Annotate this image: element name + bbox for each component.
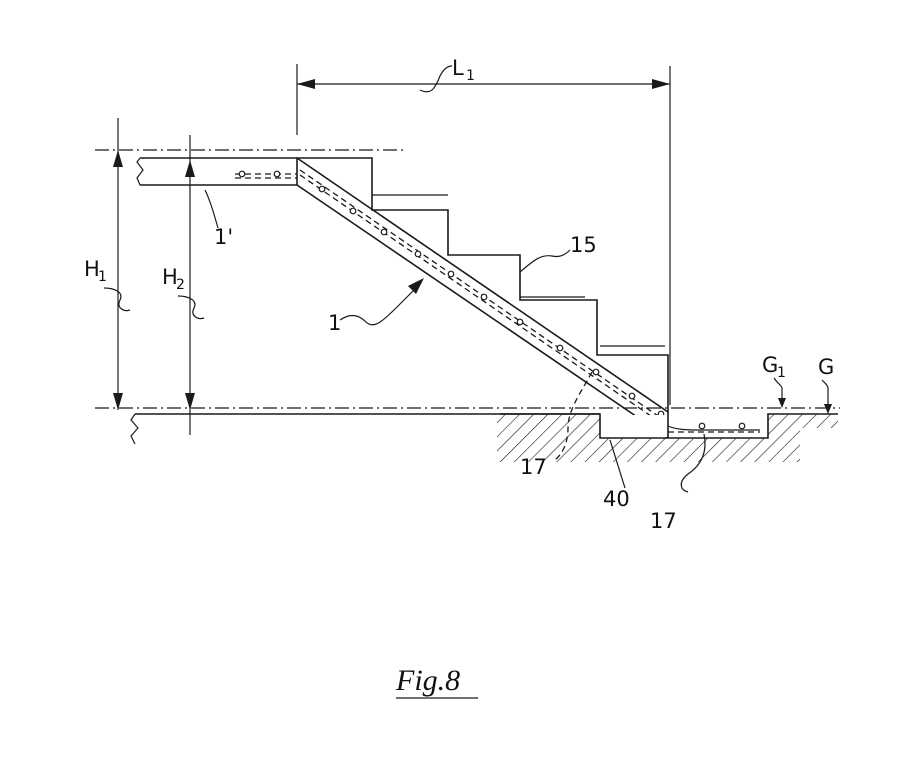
dimension-h1 bbox=[103, 118, 131, 410]
svg-text:2: 2 bbox=[176, 277, 185, 293]
reference-levels bbox=[95, 149, 840, 409]
dimension-l1 bbox=[296, 64, 671, 405]
label-h1: H 1 bbox=[84, 257, 107, 285]
upper-slab bbox=[136, 157, 297, 229]
svg-text:H: H bbox=[84, 257, 100, 281]
ground-markers bbox=[773, 377, 832, 414]
label-15: 15 bbox=[570, 233, 597, 257]
label-1-prime: 1' bbox=[214, 225, 233, 249]
svg-text:Fig.8: Fig.8 bbox=[395, 664, 460, 697]
label-l1: L 1 bbox=[452, 56, 475, 84]
label-40: 40 bbox=[603, 487, 630, 511]
stair-slab bbox=[296, 157, 669, 439]
svg-text:1: 1 bbox=[466, 68, 475, 84]
ground bbox=[130, 371, 838, 493]
svg-text:1: 1 bbox=[98, 269, 107, 285]
label-17-inner: 17 bbox=[520, 455, 547, 479]
label-g: G bbox=[818, 355, 834, 379]
svg-text:L: L bbox=[452, 56, 464, 80]
label-h2: H 2 bbox=[162, 265, 185, 293]
label-g1: G 1 bbox=[762, 353, 786, 381]
svg-text:1: 1 bbox=[777, 365, 786, 381]
svg-text:H: H bbox=[162, 265, 178, 289]
rebar-dots bbox=[318, 185, 665, 418]
label-17-outer: 17 bbox=[650, 509, 677, 533]
svg-text:G: G bbox=[762, 353, 778, 377]
figure-caption: Fig.8 bbox=[395, 664, 478, 699]
label-1: 1 bbox=[328, 311, 341, 335]
